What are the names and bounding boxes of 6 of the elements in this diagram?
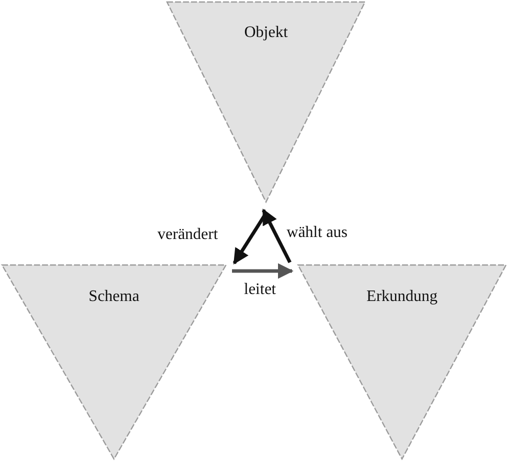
node-label: Objekt xyxy=(243,24,289,42)
triangle-node xyxy=(2,265,226,459)
node-label: Schema xyxy=(88,288,140,306)
node-label: Erkundung xyxy=(365,288,439,306)
triangle-node xyxy=(167,2,365,202)
triangle-node xyxy=(298,265,506,459)
